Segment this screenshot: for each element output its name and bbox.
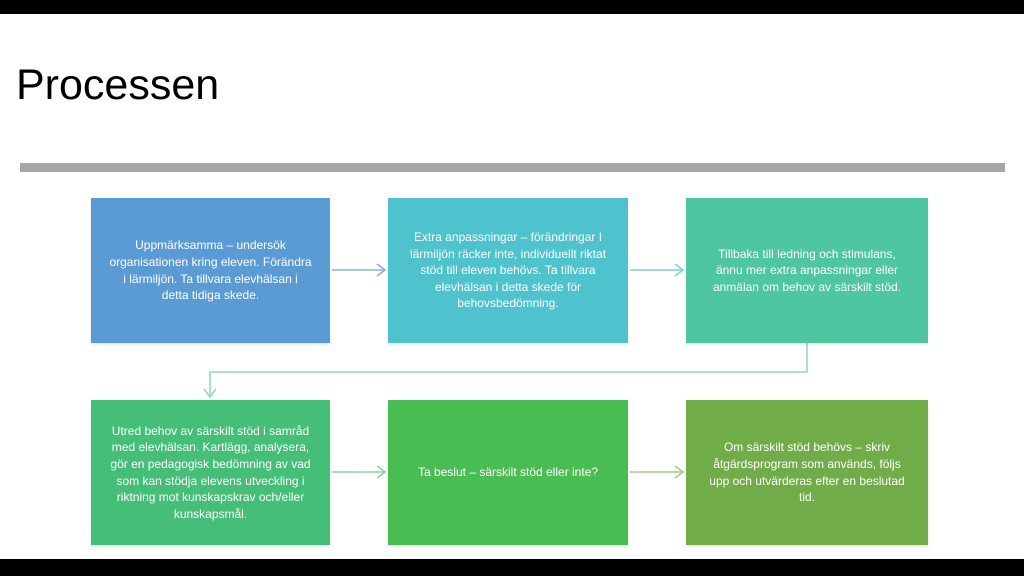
flow-box-text: Uppmärksamma – undersök organisationen k… (109, 238, 312, 303)
flow-box-text: Tillbaka till ledning och stimulans, änn… (712, 246, 902, 294)
title-divider (20, 163, 1005, 172)
connector-arrow-1-2 (332, 263, 387, 277)
flow-box-utred-behov: Utred behov av särskilt stöd i samråd me… (91, 400, 330, 545)
flow-box-text: Ta beslut – särskilt stöd eller inte? (417, 465, 599, 480)
flow-box-text: Extra anpassningar – förändringar I lärm… (409, 230, 607, 311)
flow-box-extra-anpassningar: Extra anpassningar – förändringar I lärm… (388, 198, 628, 343)
connector-arrow-3-4 (203, 343, 808, 399)
connector-arrow-4-5 (332, 465, 387, 479)
letterbox-bottom (0, 559, 1024, 576)
flow-box-tillbaka-till-ledning: Tillbaka till ledning och stimulans, änn… (686, 198, 928, 343)
flow-box-text: Om särskilt stöd behövs – skriv åtgärdsp… (709, 440, 905, 505)
slide-title: Processen (16, 61, 220, 109)
flow-box-ta-beslut: Ta beslut – särskilt stöd eller inte? (388, 400, 628, 545)
flow-box-uppmarksamma: Uppmärksamma – undersök organisationen k… (91, 198, 330, 343)
slide-canvas: Processen Uppmärksamma – undersök organi… (0, 14, 1024, 559)
flow-box-atgardsprogram: Om särskilt stöd behövs – skriv åtgärdsp… (686, 400, 928, 545)
connector-arrow-5-6 (630, 465, 685, 479)
letterbox-top (0, 0, 1024, 14)
flow-box-text: Utred behov av särskilt stöd i samråd me… (110, 423, 311, 521)
connector-arrow-2-3 (630, 263, 685, 277)
